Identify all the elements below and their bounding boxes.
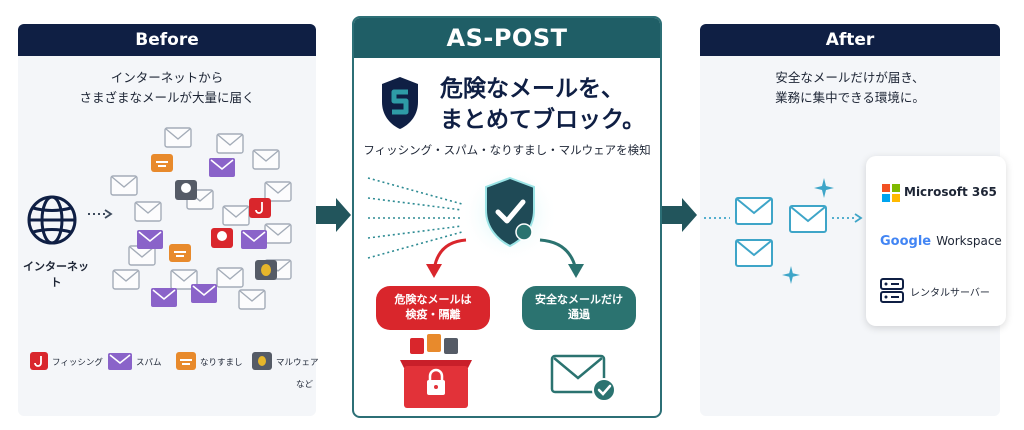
- shield-logo-icon: [382, 77, 418, 129]
- after-lead-line2: 業務に集中できる環境に。: [775, 90, 925, 105]
- legend-phishing-label: フィッシング: [52, 358, 103, 368]
- flow-arrow-2: [662, 198, 697, 232]
- legend-etc-label: など: [296, 380, 314, 390]
- workspace-word: Workspace: [936, 234, 1002, 248]
- server-icon: [880, 278, 904, 303]
- rental-server-label: レンタルサーバー: [910, 288, 990, 299]
- after-lead: 安全なメールだけが届き、 業務に集中できる環境に。: [700, 68, 1000, 108]
- legend-phishing-icon: [30, 352, 48, 370]
- legend-spam-icon: [108, 353, 132, 370]
- after-lead-line1: 安全なメールだけが届き、: [775, 70, 925, 85]
- center-title-line1: 危険なメールを、: [440, 76, 624, 102]
- legend-malware-label: マルウェア: [276, 358, 319, 368]
- danger-line1: 危険なメールは: [394, 293, 472, 306]
- split-arrows: [426, 238, 584, 278]
- quarantine-box-icon: [400, 334, 472, 408]
- mail-cloud: [110, 127, 292, 310]
- legend-spoofing-label: なりすまし: [200, 358, 243, 368]
- center-header: AS-POST: [354, 18, 660, 58]
- safe-envelope-icon: [550, 354, 616, 402]
- safe-line1: 安全なメールだけ: [535, 293, 623, 306]
- before-lead-line2: さまざまなメールが大量に届く: [79, 90, 255, 105]
- before-lead-line1: インターネットから: [110, 70, 224, 85]
- danger-line2: 検疫・隔離: [405, 308, 461, 321]
- google-workspace-label: Google Workspace: [880, 230, 1002, 249]
- globe-icon: [27, 195, 77, 245]
- after-mail-group: [704, 197, 863, 267]
- shield-check-icon: [462, 166, 558, 262]
- google-word: Google: [880, 234, 932, 249]
- center-title-line2: まとめてブロック。: [440, 107, 646, 133]
- legend-malware-icon: [252, 352, 272, 370]
- before-lead: インターネットから さまざまなメールが大量に届く: [18, 68, 316, 108]
- microsoft-logo-icon: [882, 184, 900, 202]
- flow-arrow-1: [316, 198, 351, 232]
- safe-bubble: 安全なメールだけ 通過: [522, 286, 636, 330]
- sparkle-icon-2: [782, 266, 800, 284]
- incoming-lines: [367, 177, 463, 259]
- arrow-dotted-1: [88, 209, 113, 219]
- detect-text: フィッシング・スパム・なりすまし・マルウェアを検知: [363, 143, 651, 157]
- after-header: After: [700, 24, 1000, 56]
- legend-spam-label: スパム: [136, 358, 162, 368]
- before-header: Before: [18, 24, 316, 56]
- legend-spoofing-icon: [176, 352, 196, 370]
- microsoft-365-label: Microsoft 365: [904, 185, 997, 199]
- center-title: 危険なメールを、 まとめてブロック。: [440, 74, 645, 136]
- danger-bubble: 危険なメールは 検疫・隔離: [376, 286, 490, 330]
- sparkle-icon-1: [814, 178, 834, 198]
- internet-label: インターネット: [23, 260, 89, 289]
- safe-line2: 通過: [568, 308, 590, 321]
